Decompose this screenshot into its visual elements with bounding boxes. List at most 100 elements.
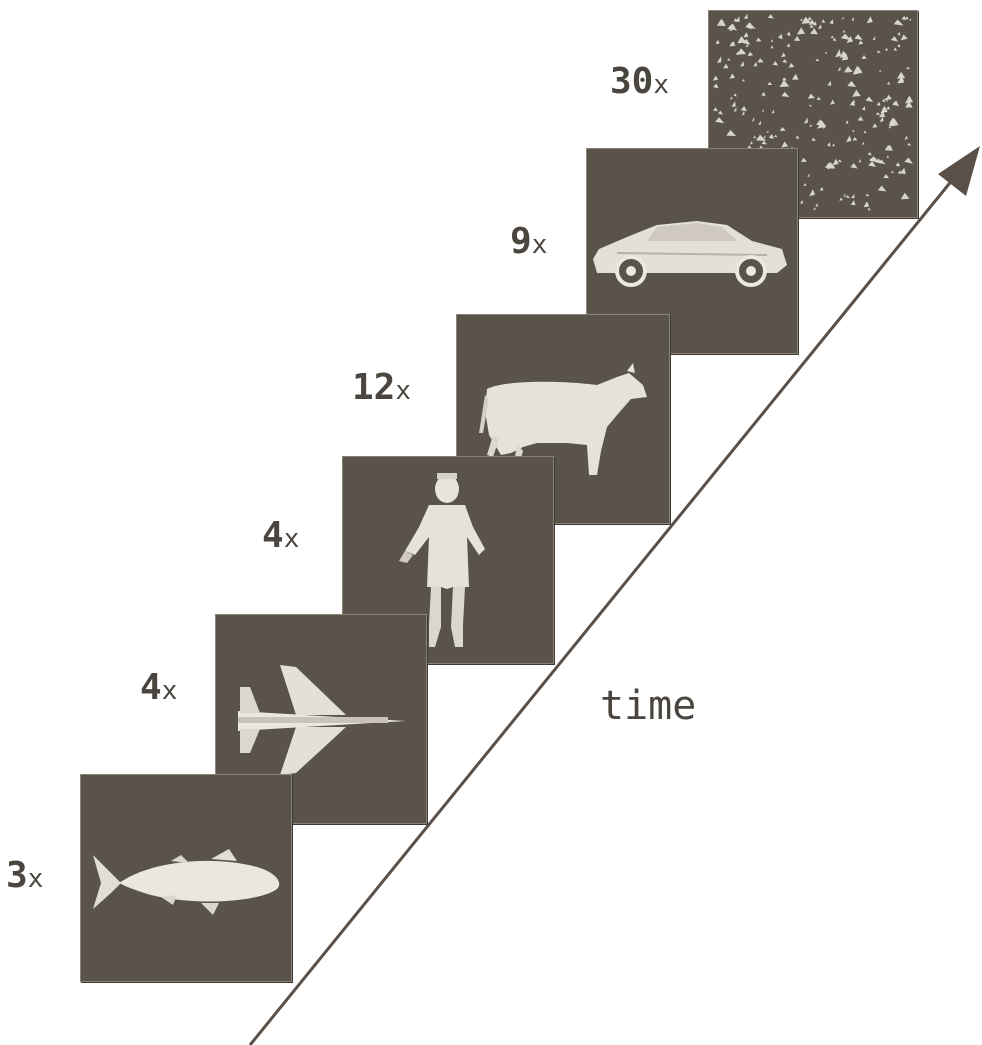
count-value: 4 — [140, 667, 162, 708]
noise-speck — [742, 79, 745, 82]
noise-speck — [794, 36, 800, 41]
noise-speck — [833, 38, 837, 41]
noise-speck — [771, 39, 773, 42]
noise-speck — [768, 82, 773, 85]
noise-speck — [807, 173, 809, 177]
count-suffix: x — [162, 676, 178, 706]
noise-speck — [758, 121, 761, 126]
noise-speck — [909, 18, 911, 20]
noise-speck — [852, 130, 854, 133]
noise-speck — [867, 16, 873, 23]
noise-speck — [866, 97, 874, 102]
noise-speck — [804, 117, 808, 123]
noise-speck — [851, 17, 854, 20]
noise-speck — [732, 101, 736, 107]
noise-speck — [813, 207, 816, 210]
count-value: 12 — [352, 367, 395, 408]
noise-speck — [886, 106, 890, 109]
noise-speck — [866, 194, 870, 197]
noise-speck — [883, 174, 889, 178]
noise-speck — [818, 24, 822, 28]
noise-speck — [906, 67, 910, 70]
noise-speck — [825, 51, 827, 54]
noise-speck — [815, 203, 818, 207]
noise-speck — [782, 59, 787, 63]
noise-speck — [808, 94, 815, 99]
noise-speck — [781, 142, 788, 148]
noise-speck — [872, 124, 877, 128]
noise-speck — [781, 92, 789, 97]
noise-speck — [885, 145, 894, 151]
noise-speck — [730, 97, 733, 100]
noise-speck — [862, 142, 865, 145]
noise-speck — [905, 96, 913, 104]
noise-speck — [801, 158, 807, 162]
noise-speck — [742, 111, 745, 116]
noise-speck — [907, 143, 911, 146]
noise-speck — [893, 48, 897, 51]
noise-speck — [846, 195, 850, 198]
noise-speck — [864, 130, 867, 133]
noise-speck — [787, 43, 791, 47]
noise-speck — [839, 197, 843, 200]
noise-speck — [898, 170, 901, 174]
noise-speck — [773, 61, 779, 66]
count-label-noise: 30x — [610, 64, 669, 100]
noise-speck — [897, 44, 900, 48]
noise-speck — [748, 52, 754, 57]
noise-speck — [835, 49, 841, 57]
noise-speck — [831, 36, 835, 39]
count-label-cow: 12x — [352, 370, 411, 406]
noise-speck — [744, 14, 748, 19]
noise-speck — [734, 107, 737, 112]
count-suffix: x — [28, 864, 44, 894]
noise-speck — [787, 32, 791, 37]
noise-speck — [845, 120, 848, 123]
noise-speck — [797, 27, 805, 34]
noise-speck — [753, 136, 756, 139]
noise-speck — [715, 117, 724, 123]
noise-speck — [778, 34, 783, 39]
noise-speck — [750, 141, 753, 145]
noise-speck — [769, 134, 774, 139]
noise-speck — [717, 56, 721, 63]
noise-speck — [763, 135, 765, 138]
noise-speck — [853, 137, 858, 141]
noise-speck — [838, 66, 841, 71]
noise-speck — [886, 155, 889, 158]
noise-speck — [810, 25, 814, 29]
count-label-car: 9x — [510, 224, 547, 260]
noise-speck — [821, 19, 825, 23]
noise-speck — [774, 135, 777, 138]
noise-speck — [800, 18, 803, 21]
noise-speck — [811, 138, 816, 141]
noise-speck — [887, 82, 890, 85]
noise-speck — [877, 102, 881, 106]
noise-speck — [868, 161, 876, 167]
noise-speck — [743, 32, 748, 37]
noise-speck — [741, 106, 747, 111]
noise-speck — [762, 141, 767, 144]
count-suffix: x — [653, 70, 669, 100]
fish-icon — [81, 775, 291, 981]
noise-speck — [730, 73, 736, 79]
noise-speck — [851, 200, 856, 205]
noise-speck — [740, 61, 744, 67]
noise-speck — [762, 109, 764, 112]
noise-speck — [727, 58, 730, 61]
noise-speck — [832, 143, 835, 146]
noise-speck — [885, 48, 888, 51]
stimulus-frame-fish — [80, 774, 292, 982]
noise-speck — [846, 135, 851, 142]
noise-speck — [827, 81, 831, 86]
noise-speck — [858, 116, 864, 121]
noise-speck — [894, 20, 904, 26]
noise-speck — [726, 130, 736, 136]
noise-speck — [880, 106, 887, 114]
count-suffix: x — [532, 230, 548, 260]
noise-speck — [809, 104, 812, 106]
count-label-jet: 4x — [140, 670, 177, 706]
noise-speck — [852, 90, 861, 97]
noise-speck — [715, 40, 719, 44]
